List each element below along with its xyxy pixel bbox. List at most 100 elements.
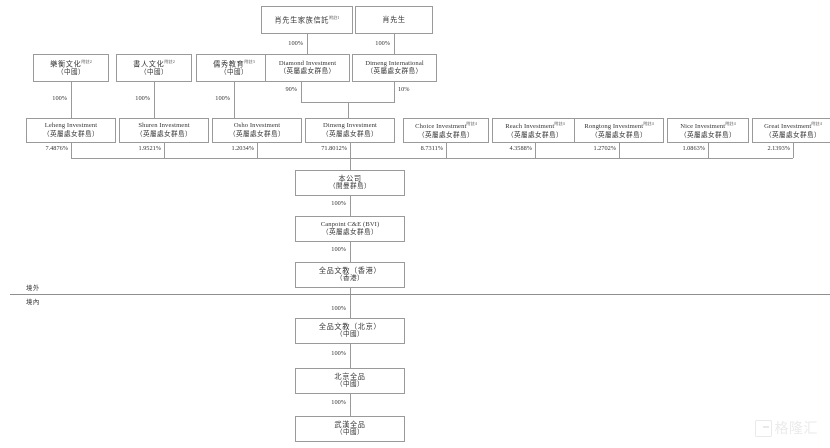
node-mr-xiao-label: 肖先生 <box>382 15 406 24</box>
node-canpoint-bvi-jurisdiction: （英屬處女群島） <box>322 229 378 236</box>
node-osho-investment: Osho Investment （英屬處女群島） <box>212 118 302 143</box>
node-rongtong-investment-note: 附註4 <box>643 121 654 127</box>
node-beijing-quanpin-label: 北京全品 <box>334 372 366 381</box>
connector-beijing-wfoe-to-beijing-quanpin <box>350 344 351 368</box>
node-dimeng-international-label: Dimeng International <box>365 59 424 67</box>
pct-reach-investment-stake: 4.3588% <box>509 145 532 152</box>
connector-rongtong-investment-drop <box>619 143 620 158</box>
node-choice-investment-label: Choice Investment <box>415 123 467 131</box>
node-leheng-investment: Leheng Investment （英屬處女群島） <box>26 118 116 143</box>
node-leheng-culture-note: 附註2 <box>81 58 92 64</box>
node-nice-investment-note: 附註4 <box>725 121 736 127</box>
node-wuhan-quanpin-jurisdiction: （中國） <box>336 429 364 437</box>
connector-xiao-to-dimeng-intl <box>394 34 395 54</box>
node-reach-investment-jurisdiction: （英屬處女群島） <box>507 131 563 139</box>
node-trust-label: 肖先生家族信託 <box>274 16 330 25</box>
connector-leheng-investment-drop <box>71 143 72 158</box>
node-dimeng-international-jurisdiction: （英屬處女群島） <box>366 68 423 75</box>
node-canpoint-bvi-label: Canpoint C&E (BVI) <box>320 220 380 228</box>
node-dimeng-investment: Dimeng Investment （英屬處女群島） <box>305 118 395 143</box>
node-dimeng-investment-label: Dimeng Investment <box>323 122 377 130</box>
node-youxiu-education-note: 附註3 <box>244 58 255 64</box>
node-diamond-investment-jurisdiction: （英屬處女群島） <box>279 68 336 75</box>
node-youxiu-education-label: 儒秀教育 <box>213 60 245 69</box>
connector-reach-investment-drop <box>535 143 536 158</box>
node-shuren-investment-jurisdiction: （英屬處女群島） <box>136 130 192 138</box>
node-beijing-quanpin: 北京全品 （中國） <box>295 368 405 394</box>
pct-beijing-quanpin-to-wuhan: 100% <box>331 399 346 406</box>
node-quanpin-hk-jurisdiction: （香港） <box>336 275 364 283</box>
offshore-onshore-divider <box>10 294 830 295</box>
pct-shuren-investment-stake: 1.9521% <box>138 145 161 152</box>
node-dimeng-international: Dimeng International （英屬處女群島） <box>352 54 437 82</box>
pct-nice-investment-stake: 1.0863% <box>682 145 705 152</box>
pct-leheng-investment-stake: 7.4876% <box>45 145 68 152</box>
node-wuhan-quanpin-label: 武漢全品 <box>334 420 366 429</box>
connector-nice-investment-drop <box>708 143 709 158</box>
node-canpoint-bvi: Canpoint C&E (BVI) （英屬處女群島） <box>295 216 405 242</box>
zone-label-offshore: 境外 <box>26 285 40 292</box>
pct-rongtong-investment-stake: 1.2702% <box>593 145 616 152</box>
node-great-investment-jurisdiction: （英屬處女群島） <box>765 131 821 139</box>
pct-youxiu-education-down: 100% <box>215 95 230 102</box>
node-choice-investment-note: 附註4 <box>466 121 477 127</box>
pct-hk-to-beijing: 100% <box>331 305 346 312</box>
connector-great-investment-drop <box>793 143 794 158</box>
pct-osho-investment-stake: 1.2034% <box>231 145 254 152</box>
node-nice-investment-jurisdiction: （英屬處女群島） <box>680 131 736 139</box>
node-shuren-culture-note: 附註2 <box>164 58 175 64</box>
pct-dimeng-investment-stake: 71.8012% <box>321 145 347 152</box>
node-company-jurisdiction: （開曼群島） <box>329 183 371 191</box>
connector-trust-to-diamond <box>307 34 308 54</box>
node-trust-note: 附註1 <box>329 14 340 20</box>
pct-dimeng-intl-down: 10% <box>398 86 410 93</box>
watermark-text: 格隆汇 <box>774 421 818 437</box>
gelonghui-logo-icon <box>754 419 772 437</box>
node-quanpin-hk: 全品文教（香港） （香港） <box>295 262 405 288</box>
node-diamond-investment: Diamond Investment （英屬處女群島） <box>265 54 350 82</box>
node-quanpin-beijing-jurisdiction: （中國） <box>336 331 364 339</box>
connector-beijing-quanpin-to-wuhan <box>350 394 351 416</box>
pct-trust-to-diamond: 100% <box>288 40 303 47</box>
node-shuren-culture-jurisdiction: （中國） <box>140 69 168 77</box>
connector-diamond-down <box>301 82 302 102</box>
node-leheng-investment-jurisdiction: （英屬處女群島） <box>43 130 99 138</box>
connector-choice-investment-drop <box>446 143 447 158</box>
node-leheng-culture-label: 樂衡文化 <box>50 60 82 69</box>
node-osho-investment-label: Osho Investment <box>233 122 281 130</box>
connector-shuren-culture-down <box>154 82 155 118</box>
connector-youxiu-education-down <box>234 82 235 118</box>
pct-choice-investment-stake: 8.7311% <box>420 145 443 152</box>
node-reach-investment-note: 附註4 <box>554 121 565 127</box>
node-leheng-culture: 樂衡文化附註2 （中國） <box>33 54 109 82</box>
node-nice-investment: Nice Investment附註4 （英屬處女群島） <box>667 118 749 143</box>
node-rongtong-investment: Rongtong Investment附註4 （英屬處女群島） <box>574 118 664 143</box>
pct-leheng-culture-down: 100% <box>52 95 67 102</box>
node-shuren-culture-label: 書人文化 <box>133 60 165 69</box>
connector-canpoint-to-hk <box>350 242 351 262</box>
node-choice-investment-jurisdiction: （英屬處女群島） <box>418 131 474 139</box>
connector-company-to-canpoint <box>350 196 351 216</box>
node-shuren-investment-label: Shuren Investment <box>138 122 190 130</box>
node-rongtong-investment-jurisdiction: （英屬處女群島） <box>591 131 647 139</box>
node-company: 本公司 （開曼群島） <box>295 170 405 196</box>
node-trust: 肖先生家族信託附註1 <box>261 6 353 34</box>
pct-shuren-culture-down: 100% <box>135 95 150 102</box>
node-wuhan-quanpin: 武漢全品 （中國） <box>295 416 405 442</box>
pct-diamond-down: 90% <box>285 86 297 93</box>
node-youxiu-education-jurisdiction: （中國） <box>220 69 248 77</box>
connector-hk-to-beijing <box>350 288 351 318</box>
node-osho-investment-jurisdiction: （英屬處女群島） <box>229 130 285 138</box>
pct-beijing-wfoe-to-beijing-quanpin: 100% <box>331 350 346 357</box>
node-great-investment: Great Investment附註4 （英屬處女群島） <box>752 118 830 143</box>
connector-merge-to-dimeng-investment <box>348 102 349 118</box>
node-company-label: 本公司 <box>338 174 362 183</box>
node-dimeng-investment-jurisdiction: （英屬處女群島） <box>322 130 378 138</box>
node-leheng-investment-label: Leheng Investment <box>44 122 98 130</box>
node-choice-investment: Choice Investment附註4 （英屬處女群島） <box>403 118 489 143</box>
node-nice-investment-label: Nice Investment <box>680 123 726 131</box>
node-leheng-culture-jurisdiction: （中國） <box>57 69 85 77</box>
node-great-investment-label: Great Investment <box>764 123 812 131</box>
node-reach-investment: Reach Investment附註4 （英屬處女群島） <box>492 118 578 143</box>
